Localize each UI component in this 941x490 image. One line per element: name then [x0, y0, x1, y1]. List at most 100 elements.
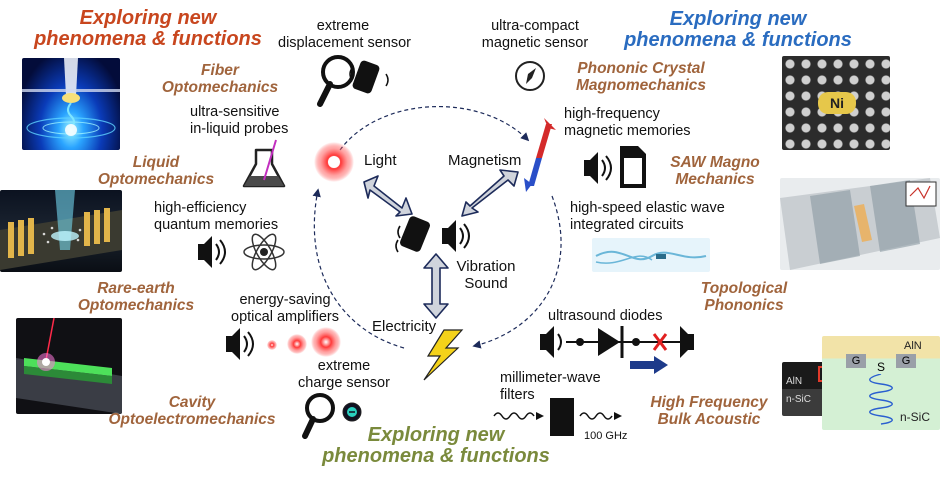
speaker-icon-quantum: [198, 236, 226, 268]
app-optical-amplifiers: energy-saving optical amplifiers: [210, 292, 360, 326]
hbar-small-nsic-label: n-SiC: [786, 394, 812, 405]
cavity-illustration: [16, 318, 122, 414]
ni-label: Ni: [830, 95, 844, 111]
electrode-g1: G: [846, 354, 866, 368]
compass-icon: [515, 61, 545, 91]
magnifier-icon-charge: [302, 393, 335, 439]
hbar-aln-label: AlN: [904, 340, 922, 352]
app-quantum-memories-line2: quantum memories: [154, 217, 279, 233]
magnet-icon: [524, 118, 556, 192]
app-elastic-wave-circuits: high-speed elastic wave integrated circu…: [570, 200, 760, 234]
heading-bottom-line2: phenomena & functions: [322, 445, 550, 467]
topic-topological-line2: Phononics: [704, 297, 784, 314]
hbar-nsic-label: n-SiC: [900, 410, 931, 424]
app-magnetic-memories: high-frequency magnetic memories: [564, 106, 724, 140]
app-liquid-probes-line2: in-liquid probes: [190, 121, 289, 137]
heading-top-right-line2: phenomena & functions: [624, 29, 852, 51]
electrode-g2: G: [896, 354, 916, 368]
app-displacement-sensor: extreme displacement sensor: [278, 18, 411, 52]
large-light-icon: [311, 327, 341, 357]
topological-phononics-photo: [780, 178, 940, 270]
app-charge-sensor: extreme charge sensor: [284, 358, 404, 392]
flask-icon: [242, 139, 286, 188]
hbar-wave: [869, 374, 893, 425]
topic-rare-earth-line1: Rare-earth: [97, 280, 175, 297]
topic-fiber-optomechanics: Fiber Optomechanics: [160, 62, 280, 96]
app-elastic-wave-line2: integrated circuits: [570, 217, 684, 233]
speaker-icon-amplifier: [226, 328, 254, 360]
app-liquid-probes: ultra-sensitive in-liquid probes: [190, 104, 320, 138]
topic-hf-line2: Bulk Acoustic: [657, 411, 761, 428]
app-mmwave-filters: millimeter-wave filters: [500, 370, 630, 404]
double-arrow-vibration-electricity: [423, 253, 449, 319]
center-light-label: Light: [364, 152, 397, 169]
ni-badge: Ni: [818, 92, 856, 114]
topic-fiber-line1: Fiber: [201, 62, 239, 79]
app-optical-amplifiers-line1: energy-saving: [239, 292, 331, 308]
topic-rare-earth-optomechanics: Rare-earth Optomechanics: [76, 280, 196, 314]
app-magnetic-sensor-line2: magnetic sensor: [481, 35, 589, 51]
app-mmwave-filters-line2: filters: [500, 387, 535, 403]
elastic-wave-circuit-image: [592, 238, 710, 272]
app-liquid-probes-line1: ultra-sensitive: [190, 104, 280, 120]
magnifier-icon-displacement: [317, 55, 355, 107]
speaker-icon-diode-left: [540, 326, 562, 358]
topic-phononic-line1: Phononic Crystal: [577, 60, 705, 77]
app-magnetic-memories-line2: magnetic memories: [564, 123, 691, 139]
app-ultrasound-diodes-line1: ultrasound diodes: [548, 308, 663, 324]
phononic-crystal-photo: Ni: [782, 56, 890, 150]
medium-light-icon: [287, 334, 307, 354]
memory-card-icon: [620, 146, 646, 188]
vibrating-crystal-icon: [395, 216, 430, 253]
topic-phononic-line2: Magnomechanics: [575, 77, 707, 94]
waveform-out-icon: [579, 412, 622, 420]
speaker-icon-diode-right: [680, 326, 694, 358]
liquid-optomechanics-photo: [0, 190, 122, 272]
center-vibration-sound-label: Vibration Sound: [448, 258, 524, 292]
topic-liquid-optomechanics: Liquid Optomechanics: [96, 154, 216, 188]
app-elastic-wave-line1: high-speed elastic wave: [570, 200, 725, 216]
dashed-arrow-light-to-magnetism: [339, 106, 530, 151]
heading-top-right: Exploring new phenomena & functions: [618, 9, 858, 51]
app-magnetic-sensor-line1: ultra-compact: [491, 18, 579, 34]
lightning-bolt-icon: [423, 329, 464, 381]
topic-liquid-line2: Optomechanics: [97, 171, 215, 188]
center-magnetism-label: Magnetism: [448, 152, 522, 169]
app-ultrasound-diodes: ultrasound diodes: [548, 308, 698, 325]
hbar-small-photo: AlN n-SiC: [782, 362, 824, 416]
topic-saw-line1: SAW Magno: [670, 154, 760, 171]
circuit-illustration: [595, 250, 707, 264]
heading-bottom: Exploring new phenomena & functions: [316, 425, 556, 467]
dashed-arrow-electricity-to-light: [312, 188, 405, 349]
electron-icon: [342, 402, 362, 422]
fiber-illustration: [22, 58, 120, 139]
topic-cavity-line1: Cavity: [168, 394, 216, 411]
hbar-small-aln-label: AlN: [786, 376, 803, 387]
light-core: [328, 156, 340, 168]
center-sound-label: Sound: [464, 275, 508, 292]
topic-high-frequency-bulk-acoustic: High Frequency Bulk Acoustic: [638, 394, 780, 428]
hbar-device-photo: AlN n-SiC G S G: [822, 336, 940, 430]
app-magnetic-memories-line1: high-frequency: [564, 106, 660, 122]
heading-top-left-line1: Exploring new: [79, 7, 217, 29]
app-charge-sensor-line2: charge sensor: [298, 375, 390, 391]
heading-top-right-line1: Exploring new: [669, 8, 807, 30]
liquid-illustration: [0, 190, 122, 270]
speaker-icon-memories: [584, 152, 612, 184]
speaker-icon-center: [442, 220, 470, 252]
topic-saw-line2: Mechanics: [675, 171, 755, 188]
forward-arrow-icon: [630, 356, 668, 374]
topological-illustration: [780, 178, 940, 270]
dashed-arrow-magnetism-to-electricity: [472, 195, 562, 349]
filter-block-icon: [550, 398, 574, 436]
topic-topological-line1: Topological: [700, 280, 788, 297]
topic-topological-phononics: Topological Phononics: [686, 280, 802, 314]
app-magnetic-sensor: ultra-compact magnetic sensor: [470, 18, 600, 52]
center-vibration-label: Vibration: [456, 258, 516, 275]
heading-top-left: Exploring new phenomena & functions: [28, 8, 268, 50]
freq-label: 100 GHz: [584, 430, 628, 442]
double-arrow-magnetism-vibration: [461, 169, 519, 217]
double-arrow-light-vibration: [363, 175, 413, 217]
app-displacement-line1: extreme: [316, 18, 370, 34]
